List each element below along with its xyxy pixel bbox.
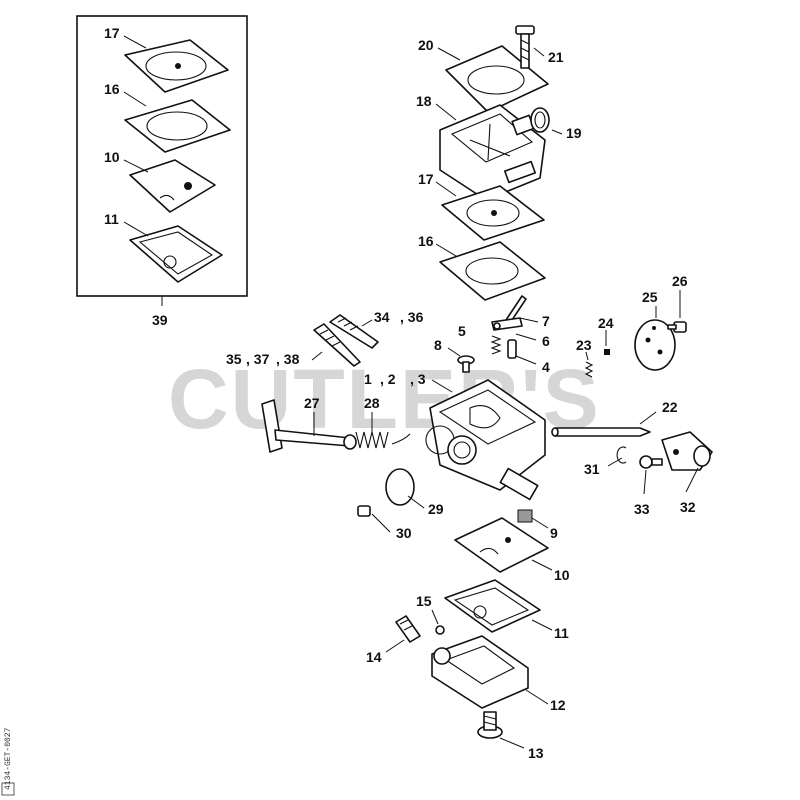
strainer-9 <box>517 509 533 523</box>
throttle-lever-32 <box>661 431 713 471</box>
callout-2: , 2 <box>380 371 396 387</box>
callout-23: 23 <box>576 337 592 353</box>
callout-3: , 3 <box>410 371 426 387</box>
kit-gasket <box>124 99 231 153</box>
leader-lines <box>123 35 699 749</box>
callout-18: 18 <box>416 93 432 109</box>
callout-20: 20 <box>418 37 434 53</box>
callout-30: 30 <box>396 525 412 541</box>
callout-19: 19 <box>566 125 582 141</box>
callout-14: 14 <box>366 649 382 665</box>
spring-5 <box>490 335 502 355</box>
choke-shaft-27 <box>261 399 357 453</box>
spring-23 <box>584 361 594 378</box>
callout-5: 5 <box>458 323 466 339</box>
pump-body-18 <box>439 104 546 201</box>
adjusting-screw-38 <box>313 323 361 367</box>
screw-21 <box>515 25 535 69</box>
callout-17: 17 <box>418 171 434 187</box>
callout-32: 32 <box>680 499 696 515</box>
callout-11: 11 <box>554 625 569 641</box>
inlet-needle-14 <box>395 615 421 643</box>
metering-cover-12 <box>431 635 529 709</box>
callout-kit-16: 16 <box>104 81 120 97</box>
callout-37: , 37 <box>246 351 270 367</box>
plug-30 <box>357 505 371 517</box>
metering-gasket-11 <box>444 579 541 633</box>
pump-cover-gasket-20 <box>445 45 549 113</box>
callout-33: 33 <box>634 501 650 517</box>
diaphragm-17 <box>441 185 545 241</box>
kit-pump-gasket <box>129 225 223 283</box>
throttle-shaft-22 <box>551 427 651 437</box>
callout-12: 12 <box>550 697 566 713</box>
lever-6 <box>491 317 523 331</box>
circlip-31 <box>616 446 627 464</box>
callout-27: 27 <box>304 395 320 411</box>
corner-mark <box>1 782 15 796</box>
callout-38: , 38 <box>276 351 300 367</box>
callout-1: 1 <box>364 371 372 387</box>
gasket-16 <box>439 241 546 301</box>
callout-kit-11: 11 <box>104 211 119 227</box>
callout-7: 7 <box>542 313 550 329</box>
callout-4: 4 <box>542 359 550 375</box>
callout-15: 15 <box>416 593 432 609</box>
screw-8 <box>457 355 475 373</box>
callout-16: 16 <box>418 233 434 249</box>
kit-plate <box>129 159 216 213</box>
callout-10: 10 <box>554 567 570 583</box>
callout-35: 35 <box>226 351 242 367</box>
callout-6: 6 <box>542 333 550 349</box>
drawing-code: 4134-GET-0027 <box>4 727 13 790</box>
spindle-4 <box>507 339 517 359</box>
ball-15 <box>435 625 445 635</box>
callout-22: 22 <box>662 399 678 415</box>
callout-9: 9 <box>550 525 558 541</box>
pump-plate-10 <box>454 517 549 573</box>
callout-25: 25 <box>642 289 658 305</box>
callout-26: 26 <box>672 273 688 289</box>
choke-disc-29 <box>385 468 415 506</box>
screw-13 <box>477 711 503 739</box>
kit-label: 39 <box>152 312 168 328</box>
screw-33 <box>639 455 663 469</box>
callout-kit-17: 17 <box>104 25 120 41</box>
callout-31: 31 <box>584 461 600 477</box>
adjusting-screw-34 <box>329 314 379 349</box>
callout-21: 21 <box>548 49 564 65</box>
callout-29: 29 <box>428 501 444 517</box>
callout-8: 8 <box>434 337 442 353</box>
callout-28: 28 <box>364 395 380 411</box>
o-ring-19 <box>530 107 550 133</box>
callout-34: 34 <box>374 309 390 325</box>
carburetor-body <box>425 379 546 501</box>
callout-13: 13 <box>528 745 544 761</box>
callout-24: 24 <box>598 315 614 331</box>
ball-24 <box>604 349 610 355</box>
callout-kit-10: 10 <box>104 149 120 165</box>
throttle-disc-25 <box>634 319 676 371</box>
callout-36: , 36 <box>400 309 424 325</box>
kit-diaphragm <box>124 39 229 93</box>
screw-26 <box>667 321 687 333</box>
